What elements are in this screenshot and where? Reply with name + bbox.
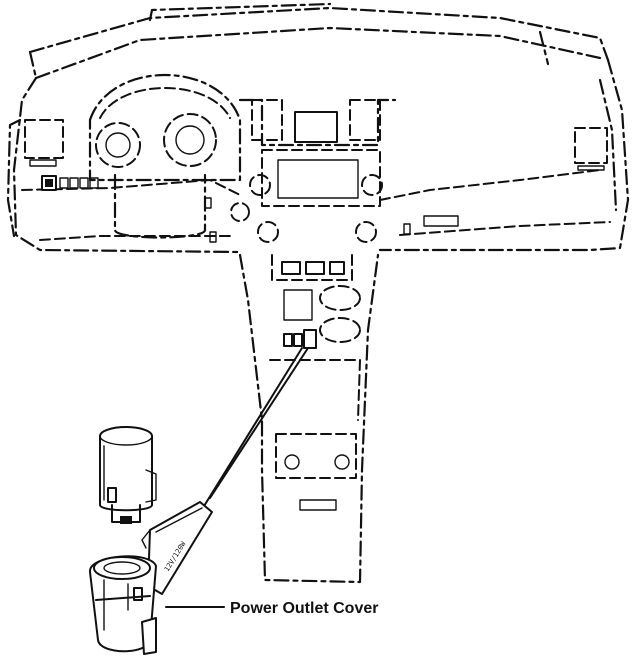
right-vent	[574, 127, 608, 171]
rear-console-panel	[275, 433, 357, 479]
switch-panel	[41, 175, 99, 191]
left-vent	[24, 119, 64, 167]
power-outlet-cover-label: Power Outlet Cover	[230, 600, 378, 617]
instrument-cluster	[88, 73, 242, 239]
leader-line	[209, 347, 309, 499]
cup-holder-rear	[319, 317, 361, 343]
power-outlet-location	[303, 329, 317, 349]
cup-holder-front	[319, 285, 361, 311]
power-outlet-socket-icon	[99, 426, 157, 524]
center-stack	[204, 98, 459, 243]
center-console-icon	[238, 253, 380, 584]
outlet-cover-lid-icon: 12V/120W	[89, 501, 213, 655]
tachometer-gauge	[163, 113, 217, 167]
power-outlet-cover-callout: Power Outlet Cover	[165, 600, 378, 617]
dashboard-outline	[6, 2, 630, 254]
speedometer-gauge	[95, 122, 141, 168]
